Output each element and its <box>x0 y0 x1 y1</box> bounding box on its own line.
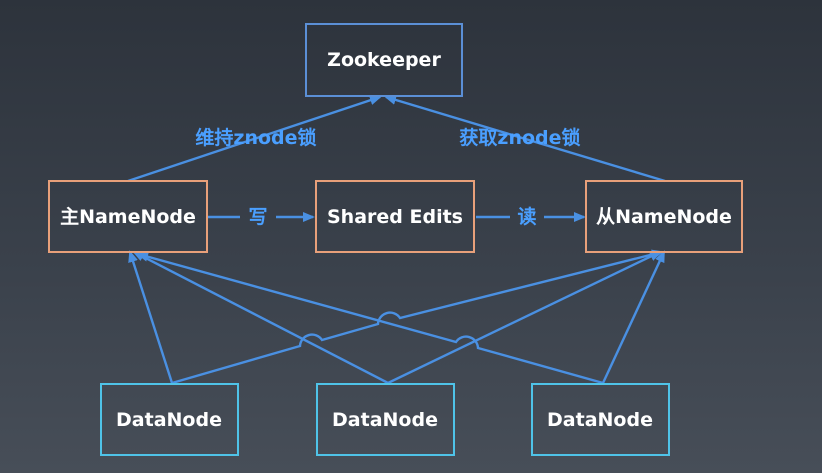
edge-datanode-right-to-active <box>136 251 604 385</box>
edge-label-read: 读 <box>517 205 536 228</box>
standby-namenode-node: 从NameNode <box>585 180 743 253</box>
datanode-right-label: DataNode <box>547 409 653 431</box>
active-namenode-label: 主NameNode <box>60 206 196 228</box>
zookeeper-label: Zookeeper <box>327 49 441 71</box>
edge-label-active-to-zookeeper: 维持znode锁 <box>195 126 316 149</box>
zookeeper-node: Zookeeper <box>305 23 463 97</box>
datanode-left-label: DataNode <box>116 409 222 431</box>
active-namenode-node: 主NameNode <box>48 180 208 253</box>
datanode-middle-node: DataNode <box>316 383 455 456</box>
shared-edits-label: Shared Edits <box>327 206 463 228</box>
edge-standby-to-zookeeper <box>384 95 666 183</box>
edge-active-to-zookeeper <box>127 95 382 183</box>
edge-datanode-left-to-standby <box>171 249 664 385</box>
datanode-middle-label: DataNode <box>332 409 438 431</box>
standby-namenode-label: 从NameNode <box>596 206 732 228</box>
edge-datanode-middle-to-active <box>132 250 389 385</box>
edge-label-standby-to-zookeeper: 获取znode锁 <box>459 126 580 149</box>
datanode-right-node: DataNode <box>531 383 670 456</box>
edge-label-write: 写 <box>248 206 267 228</box>
edge-datanode-middle-to-standby <box>387 250 662 385</box>
shared-edits-node: Shared Edits <box>315 180 475 253</box>
edge-datanode-right-to-standby <box>601 250 666 384</box>
datanode-left-node: DataNode <box>100 383 239 456</box>
edge-datanode-left-to-active <box>128 250 174 384</box>
